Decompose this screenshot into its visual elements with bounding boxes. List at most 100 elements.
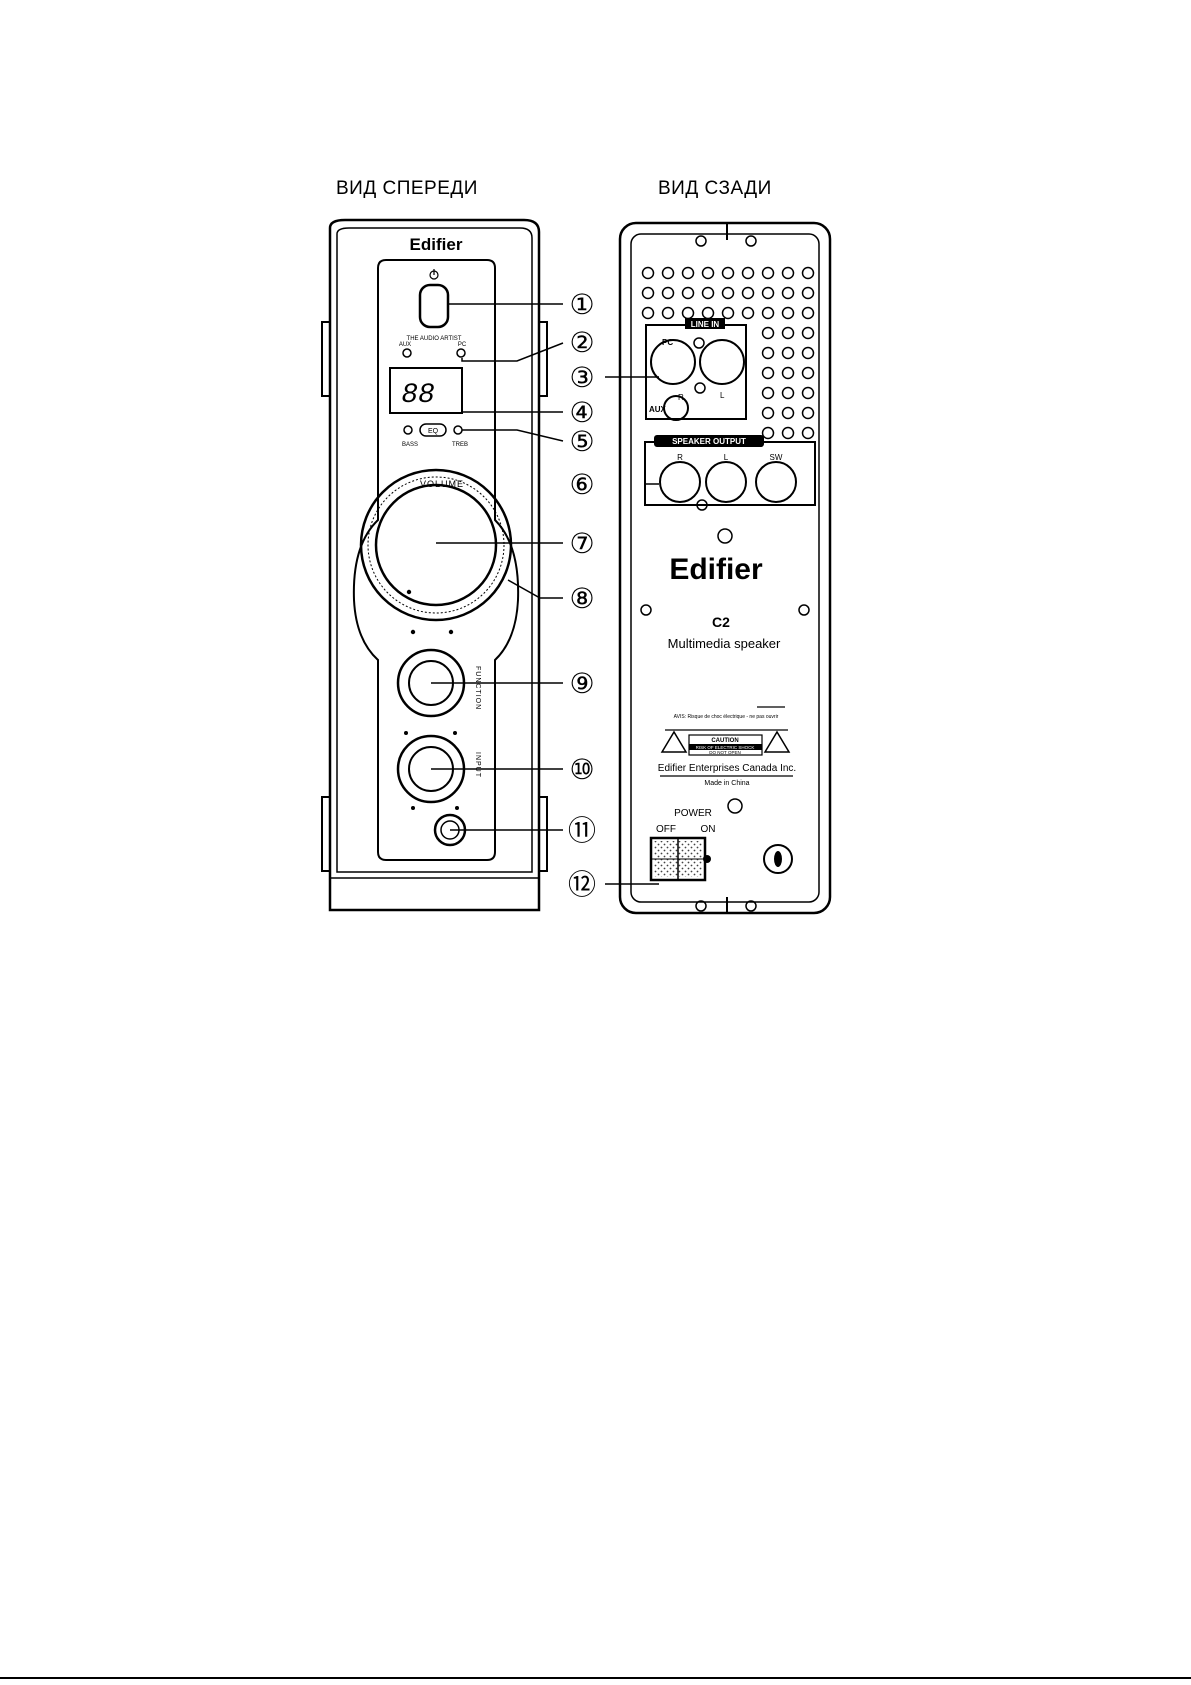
- vent-hole-icon: [641, 286, 655, 300]
- output-l-label: L: [724, 453, 729, 462]
- vent-hole-icon: [701, 286, 715, 300]
- vent-hole-icon: [761, 326, 775, 340]
- rear-outer-panel: [618, 221, 832, 915]
- output-sw-label: SW: [770, 453, 783, 462]
- line-in-r-label: R: [678, 393, 684, 402]
- caution-line2: DO NOT OPEN: [709, 750, 740, 755]
- vent-hole-icon: [721, 286, 735, 300]
- vent-hole-icon: [661, 286, 675, 300]
- callout-11: ⑪: [568, 815, 596, 846]
- callout-8: ⑧: [569, 583, 594, 614]
- vent-hole-icon: [781, 306, 795, 320]
- aux-socket: [663, 395, 689, 421]
- vent-hole-icon: [781, 286, 795, 300]
- volume-label: VOLUME: [420, 479, 464, 489]
- vent-hole-icon: [641, 306, 655, 320]
- screw-hole-icon: [745, 900, 757, 912]
- vent-hole-icon: [781, 406, 795, 420]
- bass-led-icon: [403, 425, 413, 435]
- eq-button: [419, 423, 447, 437]
- page-bottom-rule: [0, 1677, 1191, 1679]
- off-label: OFF: [656, 824, 676, 835]
- led-display: [389, 367, 463, 414]
- vent-hole-icon: [681, 266, 695, 280]
- caution-line1: RISK OF ELECTRIC SHOCK: [696, 745, 755, 750]
- output-l-socket: [705, 461, 747, 503]
- front-outer-body: [328, 218, 541, 912]
- vent-hole-icon: [801, 406, 815, 420]
- vent-hole-icon: [801, 366, 815, 380]
- screw-hole-icon: [745, 235, 757, 247]
- caution-title: CAUTION: [711, 738, 738, 744]
- line-in-pc-socket: [650, 339, 696, 385]
- output-r-label: R: [677, 453, 683, 462]
- front-inner-body: [336, 227, 533, 873]
- vent-hole-icon: [801, 266, 815, 280]
- callout-2: ②: [569, 327, 594, 358]
- callout-6: ⑥: [569, 469, 594, 500]
- volume-ring-texture: [367, 476, 505, 614]
- vent-hole-icon: [781, 386, 795, 400]
- callout-10: ⑩: [569, 754, 594, 785]
- callout-3: ③: [569, 362, 594, 393]
- vent-hole-icon: [761, 426, 775, 440]
- rear-speaker: [618, 221, 832, 915]
- rear-inner-panel: [630, 233, 820, 903]
- vent-hole-icon: [701, 266, 715, 280]
- line-in-l-label: L: [720, 391, 725, 400]
- vent-holes: [641, 266, 815, 440]
- input-label: INPUT: [474, 752, 481, 778]
- rear-view-title: ВИД СЗАДИ: [658, 178, 772, 199]
- output-r-socket: [659, 461, 701, 503]
- screw-hole-icon: [798, 604, 810, 616]
- vent-hole-icon: [801, 306, 815, 320]
- aux-label: AUX: [649, 405, 667, 414]
- vent-hole-icon: [761, 386, 775, 400]
- vent-hole-icon: [781, 346, 795, 360]
- vent-hole-icon: [641, 266, 655, 280]
- vent-hole-icon: [761, 406, 775, 420]
- line-in-pc-label: PC: [662, 338, 673, 347]
- rear-brand: Edifier: [669, 553, 763, 586]
- pc-led-icon: [456, 348, 466, 358]
- callout-1: ①: [569, 289, 594, 320]
- front-tagline: THE AUDIO ARTIST: [407, 336, 462, 342]
- vent-hole-icon: [721, 306, 735, 320]
- speaker-output-label: SPEAKER OUTPUT: [672, 437, 746, 446]
- display-digits: 88: [401, 380, 435, 411]
- front-pc-label: PC: [458, 342, 467, 348]
- vent-hole-icon: [781, 426, 795, 440]
- screw-hole-icon: [717, 528, 733, 544]
- vent-hole-icon: [761, 266, 775, 280]
- vent-hole-icon: [701, 306, 715, 320]
- vent-hole-icon: [741, 286, 755, 300]
- vent-hole-icon: [661, 266, 675, 280]
- company-name: Edifier Enterprises Canada Inc.: [658, 763, 796, 774]
- screw-hole-icon: [695, 235, 707, 247]
- power-cord-socket: [763, 844, 793, 874]
- front-face-plate: [352, 259, 520, 861]
- vent-hole-icon: [761, 306, 775, 320]
- line-in-l-socket: [699, 339, 745, 385]
- front-aux-label: AUX: [399, 342, 411, 348]
- power-button: [418, 283, 450, 329]
- volume-knob: [374, 483, 498, 607]
- callout-12: ⑫: [568, 869, 596, 900]
- treb-led-icon: [453, 425, 463, 435]
- vent-hole-icon: [781, 326, 795, 340]
- power-led-icon: [727, 798, 743, 814]
- vent-hole-icon: [721, 266, 735, 280]
- aux-led-icon: [402, 348, 412, 358]
- vent-hole-icon: [681, 286, 695, 300]
- vent-hole-icon: [801, 326, 815, 340]
- vent-hole-icon: [761, 366, 775, 380]
- screw-hole-icon: [695, 900, 707, 912]
- vent-hole-icon: [761, 286, 775, 300]
- callout-leaders: [431, 303, 659, 885]
- vent-hole-icon: [801, 426, 815, 440]
- function-label: FUNCTION: [474, 666, 481, 710]
- eq-label: EQ: [428, 428, 439, 435]
- vent-hole-icon: [781, 266, 795, 280]
- front-view-title: ВИД СПЕРЕДИ: [336, 178, 478, 199]
- callout-4: ④: [569, 397, 594, 428]
